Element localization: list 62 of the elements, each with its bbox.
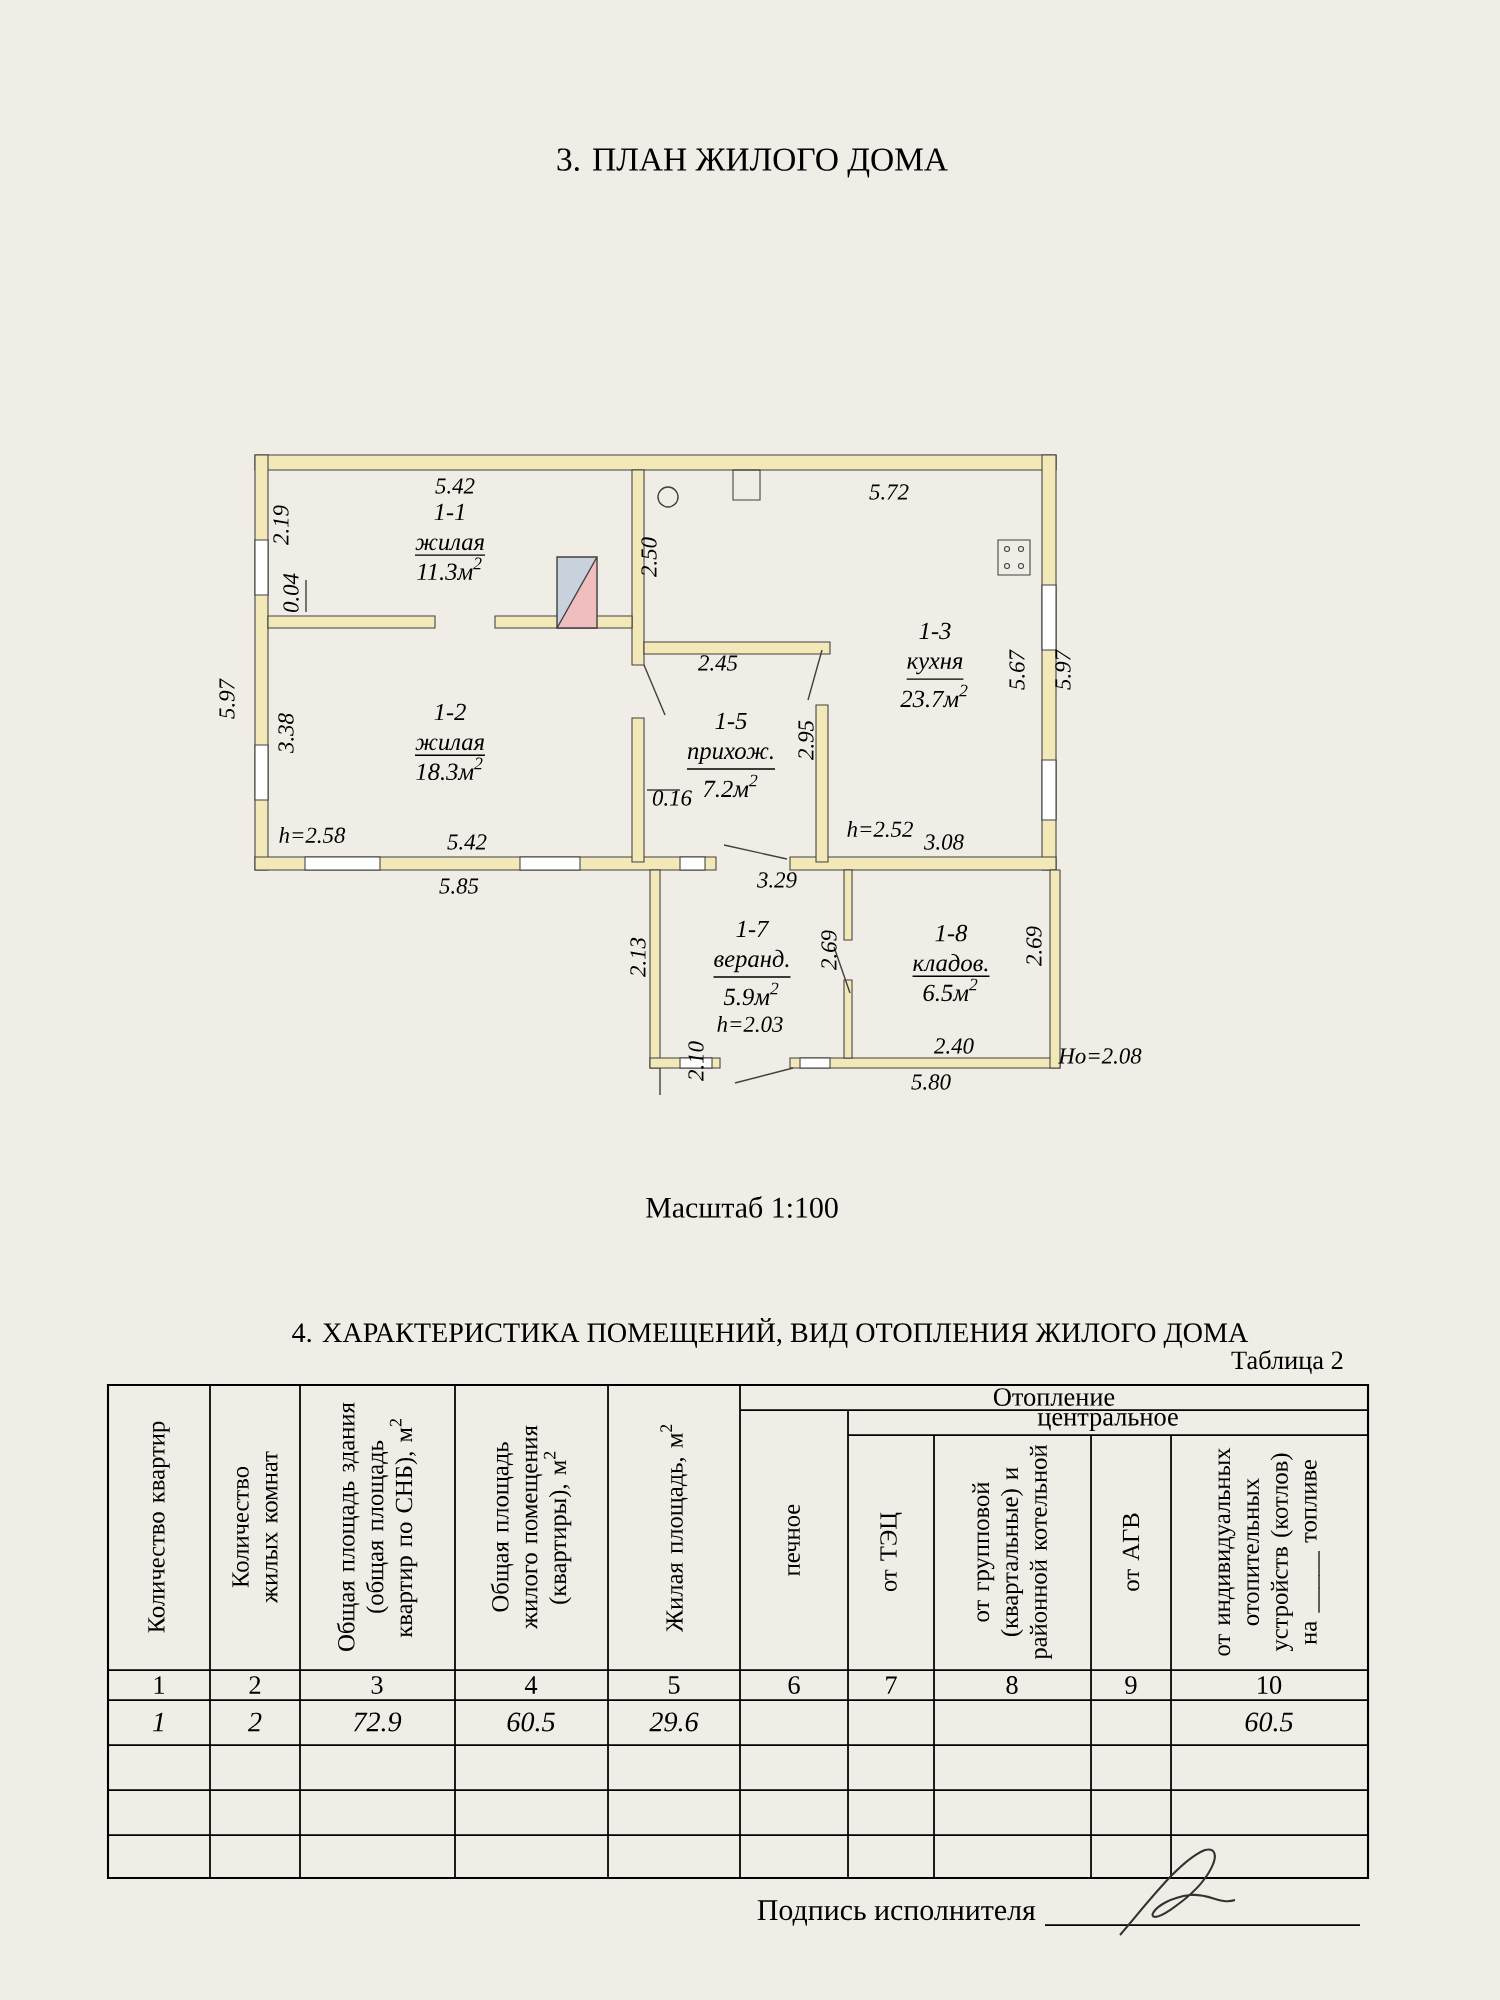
signature-label: Подпись исполнителя	[757, 1900, 1036, 1926]
dimension-label: 2.45	[698, 655, 738, 671]
column-number: 2	[249, 1676, 261, 1694]
column-header: Количество квартир	[148, 1421, 170, 1633]
dimension-label: 0.16	[652, 790, 692, 806]
dimension-label: 2.19	[273, 505, 289, 545]
column-number: 4	[524, 1676, 538, 1694]
cell-value: 60.5	[507, 1712, 555, 1732]
room: 1-1 жилая 11.3м$^{2}$	[414, 503, 486, 581]
column-number: 10	[1258, 1676, 1282, 1694]
dimension-label: 3.08	[923, 834, 964, 850]
dimension-label: 2.40	[934, 1038, 974, 1054]
dimension-label: 0.04	[283, 573, 299, 613]
dimension-label: Hо=2.08	[1058, 1048, 1142, 1064]
room: 1-2 жилая 18.3м$^{2}$	[414, 703, 486, 781]
dimension-label: 2.69	[1026, 926, 1042, 966]
dimension-label: 5.80	[911, 1074, 951, 1090]
dimension-label: 3.38	[278, 713, 294, 754]
column-header: Отопление	[993, 1388, 1115, 1406]
column-header: от индивидуальных отопительных устройств (котлов) на _____ топливе	[1218, 1447, 1320, 1656]
room: 1-3 кухня 23.7м$^{2}$	[900, 622, 968, 708]
dimension-label: 3.29	[756, 872, 797, 888]
column-number: 5	[668, 1676, 680, 1694]
dimension-label: 2.95	[798, 720, 814, 760]
column-number: 9	[1125, 1676, 1137, 1694]
dimension-label: h=2.52	[847, 820, 913, 838]
cell-value: 72.9	[354, 1712, 402, 1732]
cell-value: 60.5	[1245, 1712, 1293, 1732]
column-number: 1	[154, 1676, 164, 1694]
dimension-label: 5.72	[869, 484, 909, 500]
column-header: от АГВ	[1122, 1513, 1140, 1591]
column-header: Количество жилых комнат	[232, 1451, 278, 1604]
column-number: 8	[1006, 1676, 1018, 1694]
dimension-label: 2.69	[821, 930, 837, 970]
column-header: центральное	[1037, 1413, 1178, 1432]
column-number: 7	[886, 1676, 897, 1694]
cell-value: 29.6	[649, 1712, 699, 1732]
table-number: Таблица 2	[1231, 1350, 1343, 1374]
column-header: Общая площадь жилого помещения (квартиры), м$^{2}$	[490, 1425, 572, 1630]
dimension-label: 2.50	[641, 537, 657, 577]
dimension-label: 5.97	[219, 678, 235, 719]
dimension-label: 5.67	[1009, 649, 1025, 690]
dimension-label: 2.13	[630, 937, 646, 977]
table-heading: 4. ХАРАКТЕРИСТИКА ПОМЕЩЕНИЙ, ВИД ОТОПЛЕНИЯ ЖИЛОГО ДОМА	[292, 1318, 1249, 1348]
dimension-label: 5.85	[439, 878, 479, 894]
cell-value: 1	[152, 1712, 163, 1732]
dimension-label: 5.42	[447, 834, 487, 850]
room: 1-8 кладов. 6.5м$^{2}$	[911, 924, 991, 1002]
dimension-label: 2.10	[688, 1041, 704, 1081]
column-header: Жилая площадь, м$^{2}$	[660, 1424, 688, 1632]
dimension-label: 5.97	[1055, 649, 1071, 690]
column-header: Общая площадь здания (общая площадь квартир по СНБ), м$^{2}$	[336, 1402, 418, 1651]
column-header: печное	[788, 1504, 800, 1576]
dimension-label: h=2.58	[279, 826, 346, 844]
column-header: от ТЭЦ	[880, 1512, 902, 1592]
page-title: 3. ПЛАН ЖИЛОГО ДОМА	[557, 148, 948, 178]
column-number: 6	[788, 1676, 800, 1694]
room: 1-7 веранд. 5.9м$^{2}$	[712, 920, 792, 1006]
scale-label: Масштаб 1:100	[646, 1196, 838, 1218]
column-number: 3	[371, 1676, 383, 1694]
cell-value: 2	[247, 1712, 262, 1732]
column-header: от групповой (квартальные) и районной котельной	[972, 1444, 1052, 1660]
